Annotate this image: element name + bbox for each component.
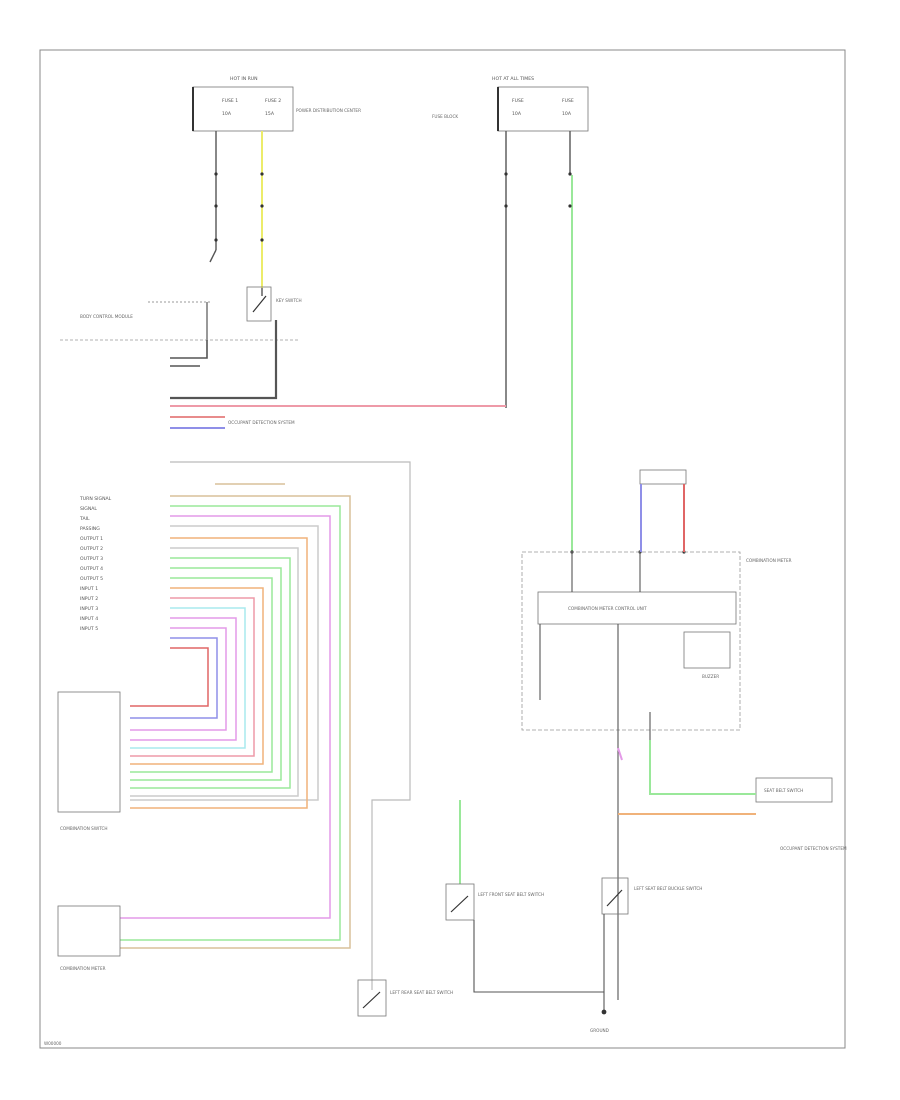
pin-label-3: PASSING (80, 526, 100, 532)
right-seat-belt-switch: SEAT BELT SWITCH OCCUPANT DETECTION SYST… (617, 740, 847, 851)
combination-meter-lower: COMBINATION METER (57, 905, 121, 971)
fuse-box-left: HOT IN RUN FUSE 1 10A FUSE 2 15A POWER D… (192, 76, 361, 132)
harness-wires (120, 495, 351, 949)
footer-code: W00000 (44, 1041, 62, 1046)
ground-symbol: GROUND (590, 914, 609, 1033)
pin-label-6: OUTPUT 3 (80, 556, 103, 562)
left-seat-belt-buckle-switch: LEFT SEAT BELT BUCKLE SWITCH (601, 877, 702, 915)
module-input-wires (170, 320, 506, 429)
pin-label-13: INPUT 5 (80, 626, 98, 632)
combination-meter-label: COMBINATION METER (746, 558, 792, 563)
pin-label-1: SIGNAL (80, 506, 97, 512)
diagram-frame (39, 49, 846, 1049)
pin-label-4: OUTPUT 1 (80, 536, 103, 542)
left-rear-seat-belt-label: LEFT REAR SEAT BELT SWITCH (390, 990, 453, 995)
left-front-seat-belt-label: LEFT FRONT SEAT BELT SWITCH (478, 892, 544, 897)
left-rear-seat-belt-switch: LEFT REAR SEAT BELT SWITCH (357, 979, 453, 1017)
pin-label-7: OUTPUT 4 (80, 566, 103, 572)
feed-wires-top (209, 131, 573, 552)
fuse-box-left-note: POWER DISTRIBUTION CENTER (296, 108, 361, 113)
occupant-detection-right-label: OCCUPANT DETECTION SYSTEM (780, 846, 847, 851)
fuse-box-right: HOT AT ALL TIMES FUSE 10A FUSE 10A FUSE … (432, 76, 589, 132)
combination-meter-lower-label: COMBINATION METER (60, 966, 106, 971)
meter-control-unit-label: COMBINATION METER CONTROL UNIT (568, 606, 647, 611)
bcm-left-label: BODY CONTROL MODULE (80, 314, 133, 319)
fuse-box-right-title: HOT AT ALL TIMES (492, 76, 534, 82)
pin-label-10: INPUT 2 (80, 596, 98, 602)
left-front-seat-belt-switch: LEFT FRONT SEAT BELT SWITCH (445, 800, 604, 993)
fuse-box-right-note: FUSE BLOCK (432, 114, 458, 119)
fuse-box-left-title: HOT IN RUN (230, 76, 258, 82)
key-switch-label: KEY SWITCH (276, 298, 302, 303)
pin-label-2: TAIL (79, 516, 90, 522)
fuse-box-left-amp2: 15A (265, 111, 275, 117)
occupant-detection-label: OCCUPANT DETECTION SYSTEM (228, 420, 295, 425)
fuse-box-right-amp1: 10A (512, 111, 522, 117)
fuse-box-left-amp1: 10A (222, 111, 232, 117)
pin-label-0: TURN SIGNAL (79, 496, 112, 502)
meter-internal-wires (539, 552, 651, 1000)
pin-label-8: OUTPUT 5 (80, 576, 103, 582)
combination-meter-right: COMBINATION METER COMBINATION METER CONT… (521, 551, 792, 731)
gray-feed-wire (170, 461, 411, 990)
pin-label-5: OUTPUT 2 (80, 546, 103, 552)
top-right-connector (639, 469, 687, 552)
combination-switch-label: COMBINATION SWITCH (60, 826, 108, 831)
fuse-box-right-fuse1: FUSE (512, 98, 524, 104)
key-switch: KEY SWITCH (246, 286, 302, 322)
pin-label-9: INPUT 1 (80, 586, 98, 592)
right-seat-belt-switch-label: SEAT BELT SWITCH (764, 788, 803, 793)
fuse-box-right-amp2: 10A (562, 111, 572, 117)
pin-label-11: INPUT 3 (80, 606, 98, 612)
ground-label: GROUND (590, 1028, 609, 1033)
buzzer-label: BUZZER (702, 674, 719, 679)
fuse-box-left-fuse1: FUSE 1 (222, 98, 238, 104)
left-seat-belt-buckle-label: LEFT SEAT BELT BUCKLE SWITCH (634, 886, 702, 891)
combination-switch: COMBINATION SWITCH (57, 691, 121, 831)
fuse-box-right-fuse2: FUSE (562, 98, 574, 104)
pin-label-12: INPUT 4 (80, 616, 98, 622)
bcm-left-block: BODY CONTROL MODULE (60, 301, 300, 341)
fuse-box-left-fuse2: FUSE 2 (265, 98, 281, 104)
pin-label-stack: TURN SIGNAL SIGNAL TAIL PASSING OUTPUT 1… (79, 496, 112, 632)
